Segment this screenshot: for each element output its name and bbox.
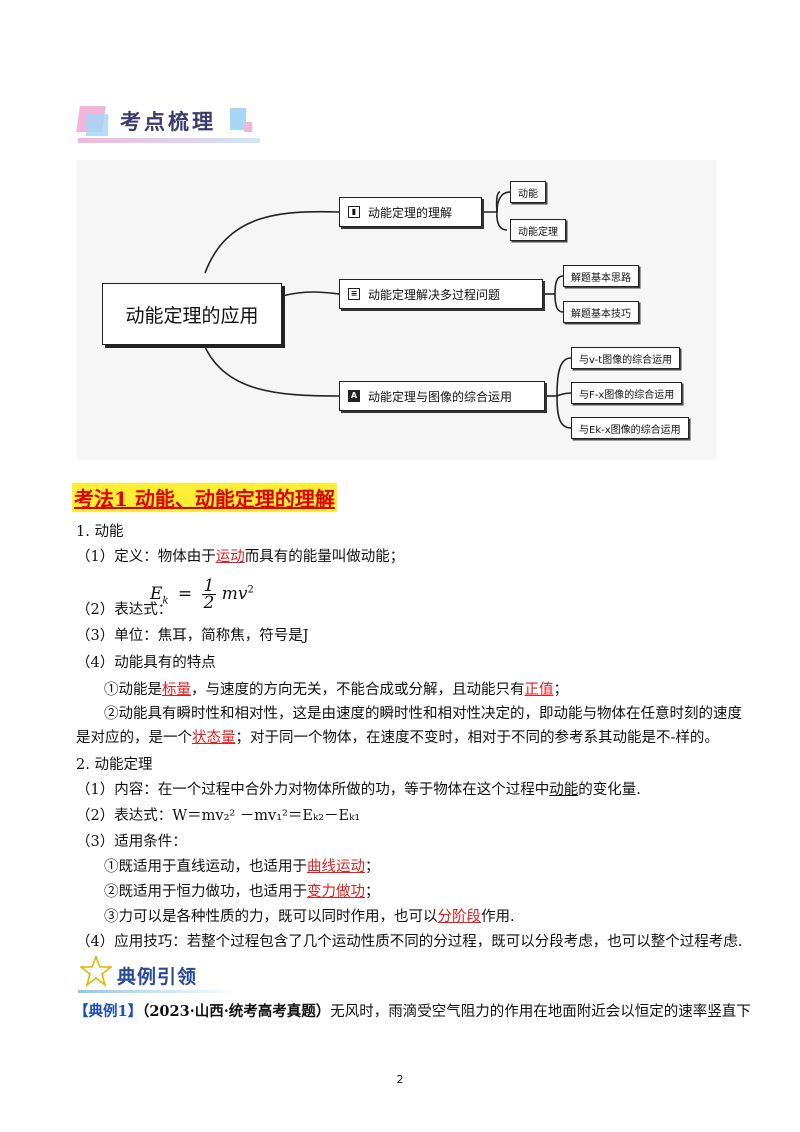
list-icon: ≡ xyxy=(348,288,360,300)
s1-features-title: （4）动能具有的特点 xyxy=(76,655,216,671)
mindmap-links xyxy=(204,191,572,429)
mindmap-leaf: 与Ek-x图像的综合运用 xyxy=(571,417,689,439)
s2-title: 2. 动能定理 xyxy=(76,757,153,773)
mindmap-leaf: 解题基本思路 xyxy=(563,265,639,287)
mindmap-leaf: 解题基本技巧 xyxy=(563,301,639,323)
s1-unit: （3）单位：焦耳，简称焦，符号是J xyxy=(76,628,309,644)
mindmap-branch-2: ≡动能定理解决多过程问题 xyxy=(339,279,543,309)
s2-condition-1: ①既适用于直线运动，也适用于曲线运动； xyxy=(104,859,380,875)
banner-underline xyxy=(78,138,260,143)
star-icon xyxy=(80,955,112,987)
s1-title: 1. 动能 xyxy=(76,524,124,540)
mindmap-leaf: 与v-t图像的综合运用 xyxy=(571,347,681,369)
s2-conditions-title: （3）适用条件： xyxy=(76,834,187,850)
s2-condition-3: ③力可以是各种性质的力，既可以同时作用，也可以分阶段作用. xyxy=(104,909,515,925)
s1-expression-label: （2）表达式： xyxy=(76,602,173,618)
mindmap-branch-1: ▮动能定理的理解 xyxy=(339,197,482,227)
s1-feature-2-line2: 是对应的，是一个状态量；对于同一个物体，在速度不变时，相对于不同的参考系其动能是… xyxy=(76,730,719,746)
image-icon: A xyxy=(348,390,360,402)
s1-feature-2-line1: ②动能具有瞬时性和相对性，这是由速度的瞬时性和相对性决定的，即动能与物体在任意时… xyxy=(104,706,742,722)
lock-icon: ▮ xyxy=(348,206,360,218)
section-banner: 考点梳理 xyxy=(76,104,260,138)
method-heading: 考法1 动能、动能定理的理解 xyxy=(72,483,337,512)
section-title: 考点梳理 xyxy=(120,110,216,134)
s2-condition-2: ②既适用于恒力做功，也适用于变力做功； xyxy=(104,884,380,900)
mindmap-root: 动能定理的应用 xyxy=(102,283,282,345)
example-underline xyxy=(78,990,238,993)
mindmap-leaf: 动能 xyxy=(510,181,546,203)
s1-definition: （1）定义：物体由于运动而具有的能量叫做动能； xyxy=(76,549,405,565)
example-section-title: 典例引领 xyxy=(117,966,198,988)
mindmap-leaf: 动能定理 xyxy=(510,219,566,241)
s2-tip: （4）应用技巧：若整个过程包含了几个运动性质不同的分过程，既可以分段考虑，也可以… xyxy=(76,934,743,950)
page-number: 2 xyxy=(396,1073,404,1086)
s1-feature-1: ①动能是标量，与速度的方向无关，不能合成或分解，且动能只有正值； xyxy=(104,682,568,698)
s2-expression: （2）表达式：W＝mv₂² －mv₁²＝Eₖ₂－Eₖ₁ xyxy=(76,808,361,824)
s2-content: （1）内容：在一个过程中合外力对物体所做的功，等于物体在这个过程中动能的变化量. xyxy=(76,782,641,798)
example-1: 【典例1】（2023·山西·统考高考真题）无风时，雨滴受空气阻力的作用在地面附近… xyxy=(74,1003,751,1020)
mindmap-leaf: 与F-x图像的综合运用 xyxy=(571,382,683,404)
